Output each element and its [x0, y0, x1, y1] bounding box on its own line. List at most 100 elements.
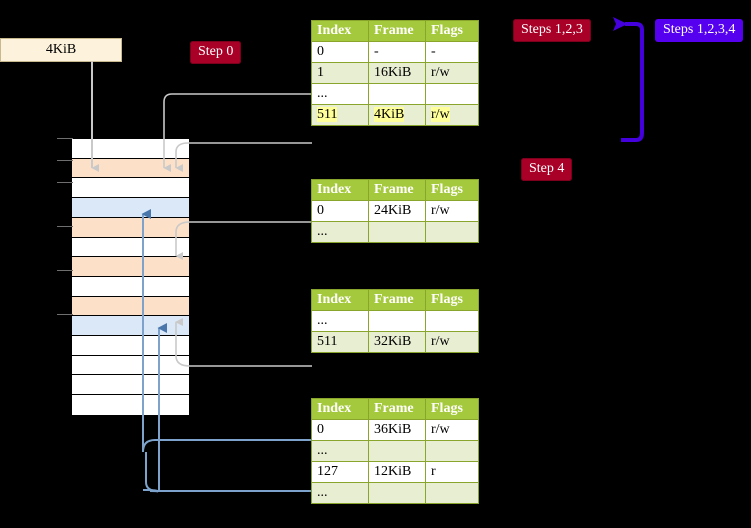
cell-value: ...: [317, 485, 328, 500]
memory-frame-row: [72, 257, 189, 277]
memory-frame-row: [72, 375, 189, 396]
table-cell: 24KiB: [368, 200, 426, 222]
table-row: 511 32KiB r/w: [311, 331, 479, 353]
cell-value: 511: [317, 334, 338, 349]
table-row: ...: [311, 310, 479, 332]
column-header-frame: Frame: [368, 20, 426, 42]
memory-size-label: 4KiB: [45, 42, 77, 57]
memory-frame-row: [72, 276, 189, 297]
badge-step-0-label: Step 0: [198, 44, 234, 59]
cell-value: r: [431, 464, 436, 479]
table-cell: ...: [311, 221, 369, 243]
memory-frame-row: [72, 198, 189, 218]
table-cell: 127: [311, 461, 369, 483]
column-header-frame: Frame: [368, 179, 426, 201]
cell-value: 16KiB: [374, 65, 412, 80]
cell-value: ...: [317, 443, 328, 458]
physical-memory-column: [71, 138, 190, 416]
table-cell: r: [425, 461, 479, 483]
cell-value: 0: [317, 203, 324, 218]
memory-frame-row: [72, 139, 189, 159]
table-cell: -: [368, 41, 426, 63]
cell-value: ...: [317, 313, 328, 328]
table-cell: [425, 440, 479, 462]
table-cell: 511: [311, 104, 369, 126]
memory-frame-row: [72, 395, 189, 415]
table-row: 0 24KiB r/w: [311, 200, 479, 222]
badge-steps-1234: Steps 1,2,3,4: [655, 19, 744, 42]
table-cell: [368, 482, 426, 504]
cell-value: 1: [317, 65, 324, 80]
column-header-frame: Frame: [368, 398, 426, 420]
column-header-flags: Flags: [425, 20, 479, 42]
cell-value: -: [374, 44, 379, 59]
table-cell: 0: [311, 200, 369, 222]
cell-value: r/w: [431, 203, 450, 218]
memory-frame-row: [72, 158, 189, 179]
memory-frame-row: [72, 178, 189, 199]
table-cell: 0: [311, 419, 369, 441]
table-cell: ...: [311, 482, 369, 504]
column-header-flags: Flags: [425, 289, 479, 311]
column-header-flags: Flags: [425, 179, 479, 201]
table-cell: 0: [311, 41, 369, 63]
column-header-index: Index: [311, 398, 369, 420]
column-header-index: Index: [311, 289, 369, 311]
cell-value: 0: [317, 44, 324, 59]
table-cell: ...: [311, 83, 369, 105]
table-cell: r/w: [425, 62, 479, 84]
cell-value: r/w: [431, 334, 450, 349]
cell-value: r/w: [431, 65, 450, 80]
badge-step-4: Step 4: [521, 158, 573, 181]
table-row: 0 - -: [311, 41, 479, 63]
cell-value: ...: [317, 86, 328, 101]
cell-value: 0: [317, 422, 324, 437]
table-cell: [425, 83, 479, 105]
table-cell: [425, 310, 479, 332]
badge-step-0: Step 0: [190, 41, 242, 64]
table-cell: 4KiB: [368, 104, 426, 126]
table-cell: -: [425, 41, 479, 63]
badge-steps-123: Steps 1,2,3: [513, 19, 591, 42]
table-row: ...: [311, 440, 479, 462]
memory-tick: [57, 182, 73, 183]
table-cell: ...: [311, 310, 369, 332]
cell-value: 36KiB: [374, 422, 412, 437]
memory-frame-row: [72, 237, 189, 258]
memory-frame-row: [72, 217, 189, 238]
badge-steps-123-label: Steps 1,2,3: [521, 22, 583, 37]
table-cell: 1: [311, 62, 369, 84]
cell-value: 127: [317, 464, 338, 479]
memory-tick: [57, 270, 73, 271]
cell-value: r/w: [431, 107, 450, 122]
memory-tick: [57, 138, 73, 139]
memory-frame-row: [72, 316, 189, 337]
memory-frame-row: [72, 296, 189, 317]
cell-value: 511: [317, 107, 338, 122]
table-cell: r/w: [425, 104, 479, 126]
table-cell: 36KiB: [368, 419, 426, 441]
table-cell: 16KiB: [368, 62, 426, 84]
table-cell: [368, 83, 426, 105]
table-cell: r/w: [425, 200, 479, 222]
badge-steps-1234-label: Steps 1,2,3,4: [663, 22, 736, 37]
column-header-index: Index: [311, 179, 369, 201]
memory-tick: [57, 226, 73, 227]
memory-size-box: 4KiB: [0, 38, 122, 62]
cell-value: 32KiB: [374, 334, 412, 349]
table-row: ...: [311, 221, 479, 243]
cell-value: 24KiB: [374, 203, 412, 218]
table-cell: [368, 310, 426, 332]
table-row: 1 16KiB r/w: [311, 62, 479, 84]
table-cell: 32KiB: [368, 331, 426, 353]
cell-value: -: [431, 44, 436, 59]
badge-step-4-label: Step 4: [529, 161, 565, 176]
memory-tick: [57, 314, 73, 315]
memory-frame-row: [72, 355, 189, 376]
table-cell: ...: [311, 440, 369, 462]
cell-value: 4KiB: [374, 107, 405, 122]
